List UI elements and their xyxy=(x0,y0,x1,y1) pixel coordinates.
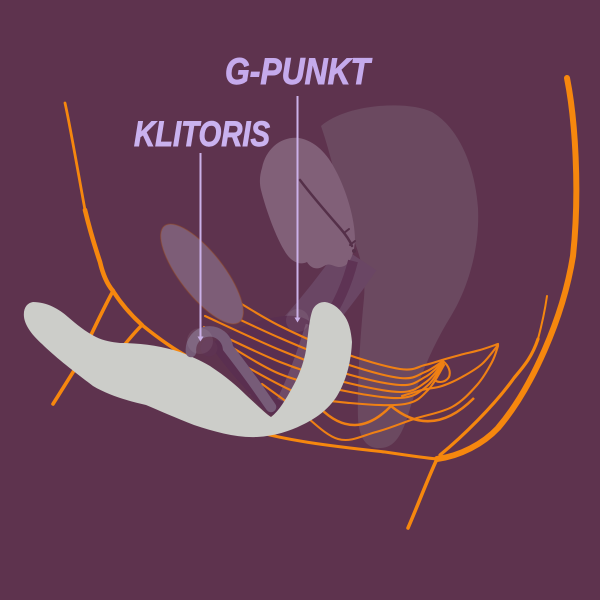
svg-text:G-PUNKT: G-PUNKT xyxy=(225,51,373,92)
svg-text:KLITORIS: KLITORIS xyxy=(134,115,270,154)
